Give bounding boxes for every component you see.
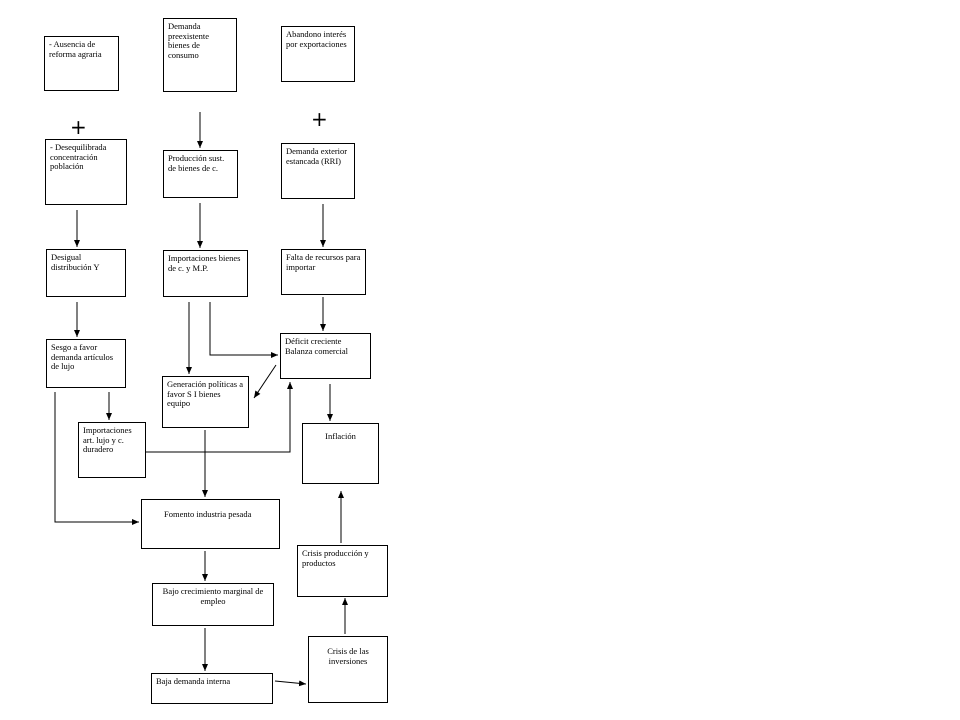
box-ausencia-reforma: - Ausencia de reforma agraria [44, 36, 119, 91]
plus-sign-right: + [311, 107, 328, 131]
box-deficit-balanza: Déficit creciente Balanza comercial [280, 333, 371, 379]
box-produccion-sustitutiva: Producción sust. de bienes de c. [163, 150, 238, 198]
box-demanda-preexistente: Demanda preexistente bienes de consumo [163, 18, 237, 92]
box-sesgo-lujo: Sesgo a favor demanda artículos de lujo [46, 339, 126, 388]
box-importaciones-lujo: Importaciones art. lujo y c. duradero [78, 422, 146, 478]
box-importaciones-bienes: Importaciones bienes de c. y M.P. [163, 250, 248, 297]
box-generacion-politicas: Generación políticas a favor S I bienes … [162, 376, 249, 428]
plus-sign-left: + [70, 115, 87, 139]
box-crisis-produccion: Crisis producción y productos [297, 545, 388, 597]
arrow-deficit-to-generacion [253, 364, 277, 399]
box-demanda-exterior: Demanda exterior estancada (RRI) [281, 143, 355, 199]
box-fomento-industria: Fomento industria pesada [141, 499, 280, 549]
box-falta-recursos: Falta de recursos para importar [281, 249, 366, 295]
arrow-sesgo-to-fomento [54, 392, 139, 525]
box-desigual-distribucion: Desigual distribución Y [46, 249, 126, 297]
box-desequilibrada-poblacion: - Desequilibrada concentración población [45, 139, 127, 205]
arrow-baja-to-crisis-inv [274, 680, 307, 687]
box-bajo-crecimiento-empleo: Bajo crecimiento marginal de empleo [152, 583, 274, 626]
arrow-lujo-to-deficit [146, 382, 293, 453]
box-abandono-exportaciones: Abandono interés por exportaciones [281, 26, 355, 82]
box-baja-demanda-interna: Baja demanda interna [151, 673, 273, 704]
box-inflacion: Inflación [302, 423, 379, 484]
arrow-importaciones-to-deficit [209, 302, 278, 358]
box-crisis-inversiones: Crisis de las inversiones [308, 636, 388, 703]
